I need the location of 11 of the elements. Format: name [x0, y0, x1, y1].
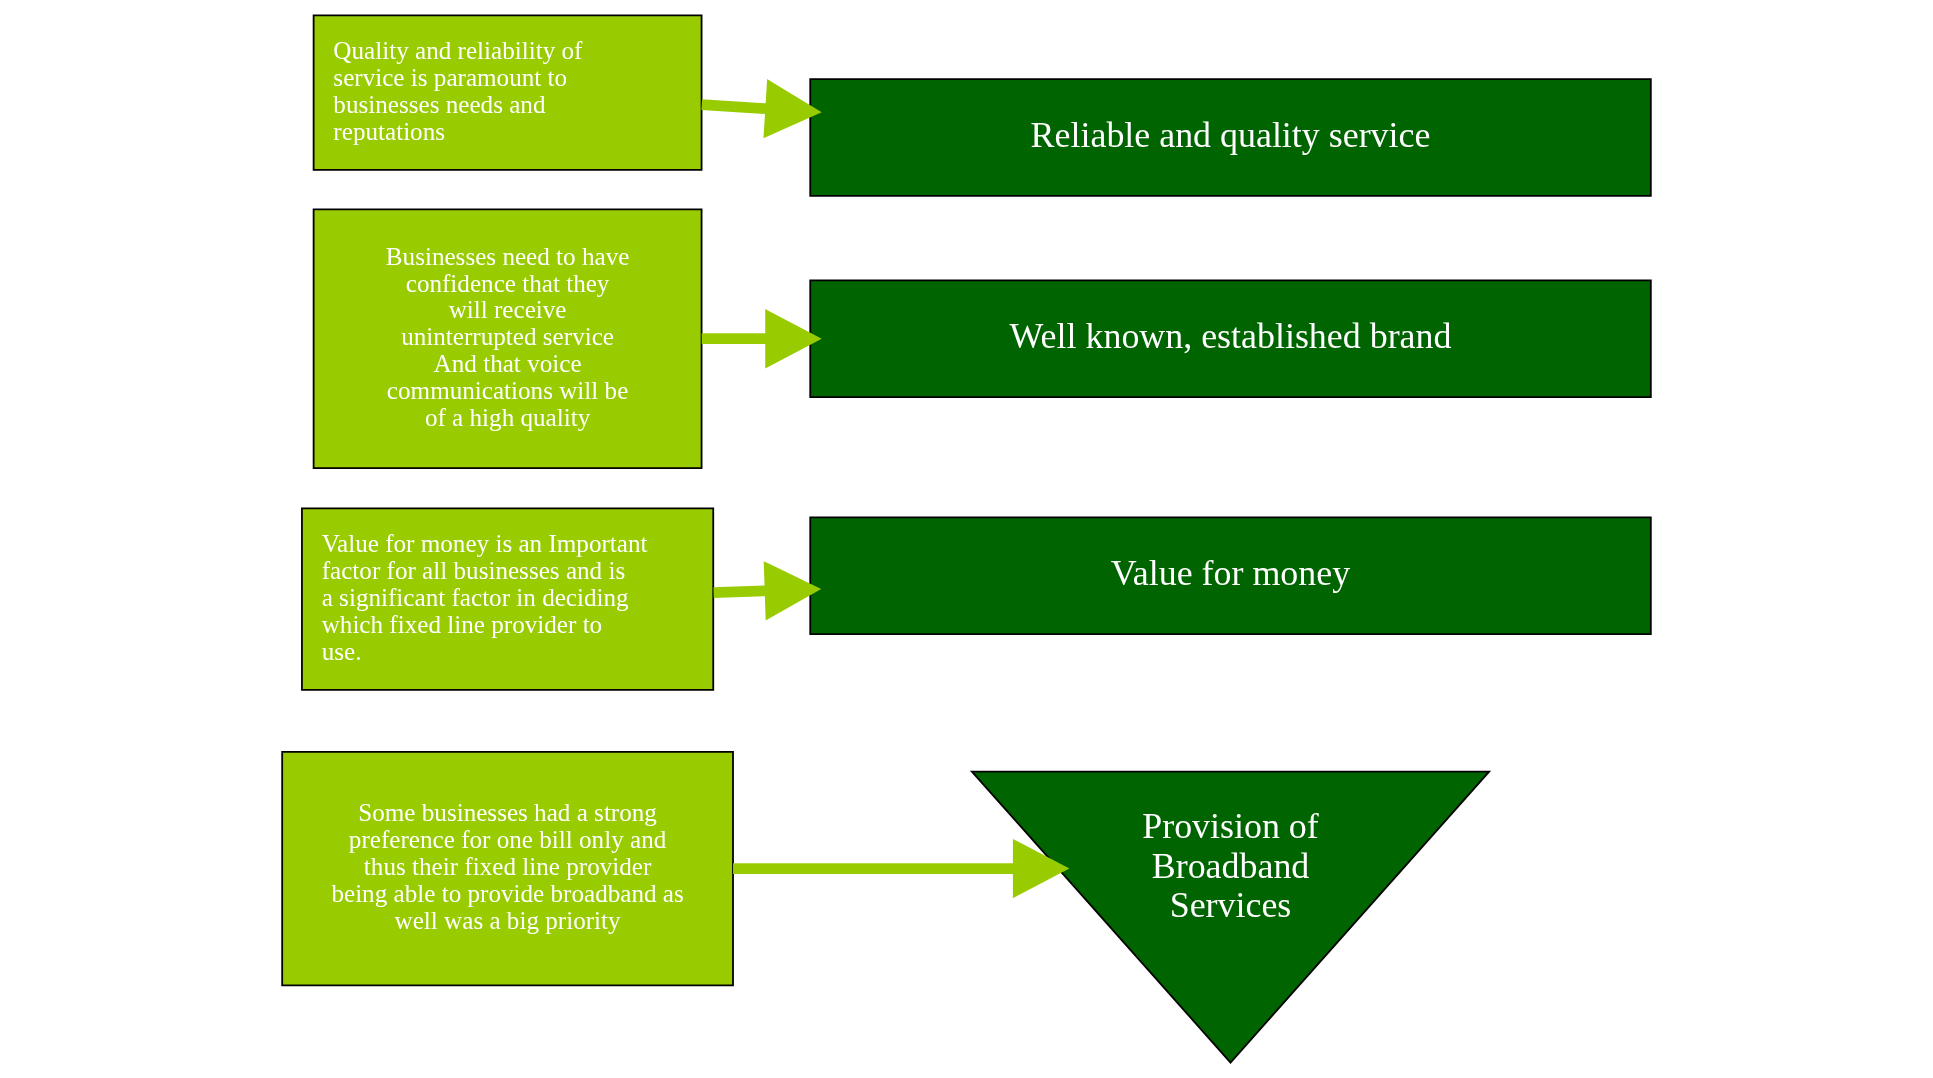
- arrow: [701, 79, 822, 139]
- node-box: Value for money: [809, 516, 1652, 636]
- node-box: Some businesses had a strong preference for one bill only and thus their fixed line provider being able to provide broadband as well was a big priority: [281, 750, 734, 987]
- arrow: [701, 309, 822, 369]
- arrow: [733, 838, 1070, 899]
- node-box: Well known, established brand: [809, 279, 1652, 398]
- node-box: Reliable and quality service: [809, 78, 1652, 197]
- node-box: Quality and reliability of service is paramount to businesses needs and reputations: [312, 14, 703, 171]
- arrow: [713, 561, 822, 621]
- node-box: Businesses need to have confidence that they will receive uninterrupted service And that voice communications will be of a high quality: [312, 208, 703, 469]
- node-box: Value for money is an Important factor for all businesses and is a significant factor in deciding which fixed line provider to use.: [301, 507, 715, 691]
